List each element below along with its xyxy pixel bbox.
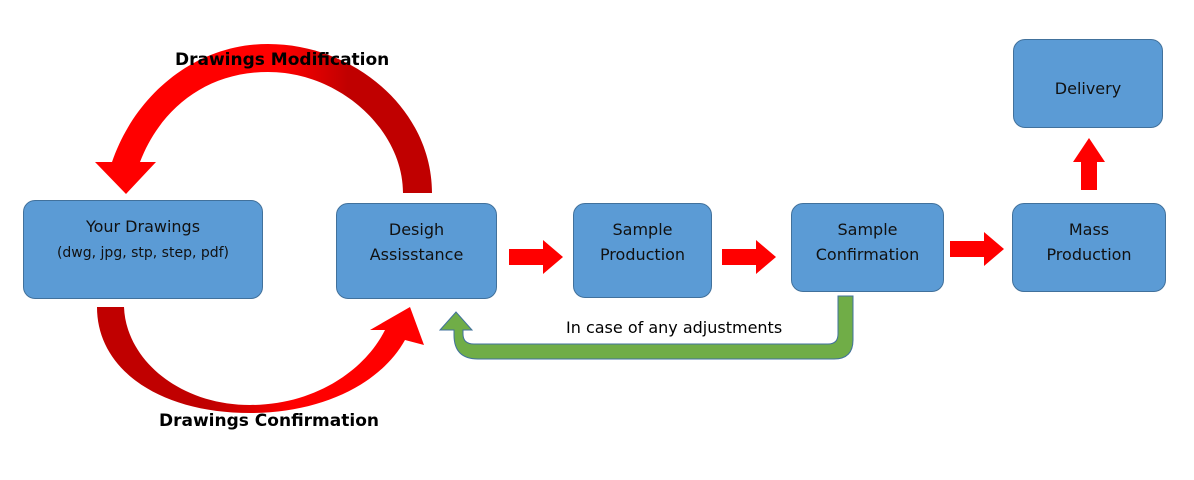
drawings-modification-label: Drawings Modification bbox=[175, 50, 390, 70]
drawings-modification-arrow bbox=[95, 44, 432, 194]
arrow-design-to-sample-production bbox=[509, 240, 563, 274]
adjustments-feedback-arrow bbox=[438, 295, 854, 360]
node-line-2: Production bbox=[599, 245, 686, 264]
arrow-mass-production-to-delivery bbox=[1073, 138, 1105, 190]
adjustments-label: In case of any adjustments bbox=[566, 318, 783, 337]
node-line-1: Sample bbox=[612, 220, 673, 239]
arrow-confirmation-to-mass-production bbox=[950, 232, 1004, 266]
node-design-assistance: Desigh Assisstance bbox=[336, 203, 497, 299]
node-line-1: Mass bbox=[1068, 220, 1110, 239]
node-sample-confirmation: Sample Confirmation bbox=[791, 203, 944, 292]
node-line-2: Production bbox=[1046, 245, 1132, 264]
node-title: Delivery bbox=[1054, 79, 1122, 98]
node-title: Your Drawings bbox=[85, 217, 201, 236]
drawings-confirmation-label: Drawings Confirmation bbox=[159, 411, 379, 431]
node-subtitle: (dwg, jpg, stp, step, pdf) bbox=[56, 245, 230, 261]
node-line-2: Confirmation bbox=[815, 245, 920, 264]
node-line-2: Assisstance bbox=[369, 245, 464, 264]
drawings-confirmation-arrow bbox=[97, 307, 424, 413]
node-sample-production: Sample Production bbox=[573, 203, 712, 298]
node-line-1: Desigh bbox=[388, 220, 445, 239]
node-mass-production: Mass Production bbox=[1012, 203, 1166, 292]
arrow-sample-production-to-confirmation bbox=[722, 240, 776, 274]
node-delivery: Delivery bbox=[1013, 39, 1163, 128]
node-line-1: Sample bbox=[837, 220, 898, 239]
node-your-drawings: Your Drawings (dwg, jpg, stp, step, pdf) bbox=[23, 200, 263, 299]
